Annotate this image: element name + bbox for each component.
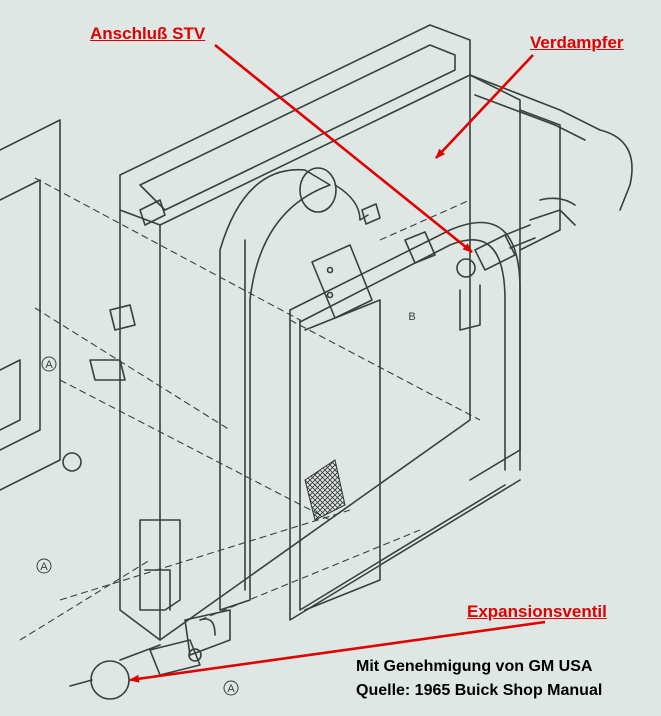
part-mark-circle — [223, 680, 239, 696]
expansion-valve-leader-arrow — [129, 620, 546, 683]
guide-lines — [19, 177, 481, 641]
stv-connection-label: Anschluß STV — [90, 24, 206, 43]
evaporator-label: Verdampfer — [530, 33, 624, 52]
stv-fitting — [456, 258, 476, 278]
evaporator-core — [289, 221, 521, 471]
left-panel-inner — [0, 179, 41, 451]
sensor-coil — [299, 167, 337, 213]
stv-leader-arrow — [214, 43, 473, 254]
permission-credit: Mit Genehmigung von GM USA — [356, 658, 593, 675]
part-mark-circle — [36, 558, 52, 574]
left-panel-outline — [0, 119, 61, 491]
expansion-valve-label: Expansionsventil — [467, 602, 607, 621]
part-mark: A — [40, 561, 48, 573]
core-mesh — [304, 459, 346, 521]
part-mark-circle — [41, 356, 57, 372]
evaporator-leader-arrow — [435, 54, 534, 159]
part-mark: A — [45, 359, 53, 371]
source-credit: Quelle: 1965 Buick Shop Manual — [356, 682, 603, 699]
annotation-leaders — [129, 43, 546, 683]
lower-bracket — [139, 519, 181, 611]
part-mark: B — [408, 311, 415, 323]
fitting-bracket — [459, 284, 481, 331]
inner-bracket — [311, 244, 373, 319]
part-mark: A — [227, 683, 235, 695]
housing-drawing — [0, 24, 633, 700]
front-panel — [219, 168, 331, 611]
refrigerant-tube — [469, 74, 633, 211]
drain-hole — [62, 452, 82, 472]
